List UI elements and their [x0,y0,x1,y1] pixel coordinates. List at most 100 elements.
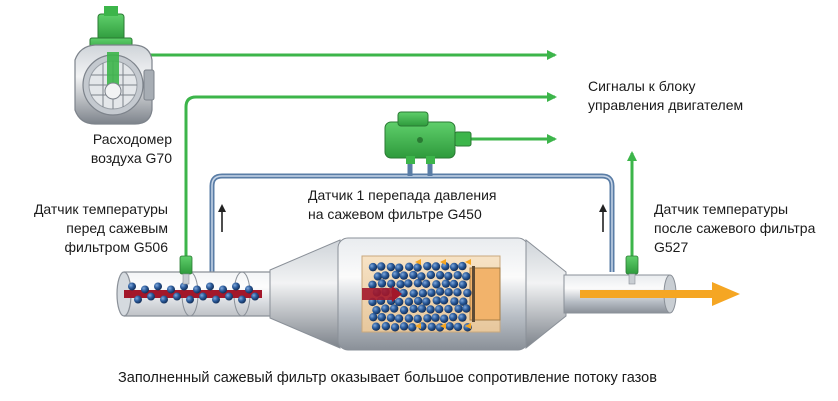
soot-particle [404,314,414,323]
soot-particle [199,292,207,301]
soot-particle [439,314,449,323]
soot-particle [431,262,441,271]
soot-particle [417,304,427,313]
soot-particle [439,296,449,305]
soot-particle [444,304,453,314]
soot-particle [377,313,387,322]
soot-particle [186,295,194,304]
soot-particle [154,282,162,291]
soot-particle [404,262,414,272]
temp-before-signal-line [184,92,557,262]
signals-label: Сигналы к блоку управления двигателем [588,77,743,115]
soot-particle [445,322,454,331]
soot-particle [390,323,400,332]
soot-particle [409,304,418,313]
soot-particle [173,292,181,301]
soot-particle [251,292,259,301]
soot-particle [449,262,459,272]
soot-particle [427,322,437,332]
soot-particle [373,272,383,281]
soot-particle [417,272,426,281]
soot-particle [421,279,431,289]
maf-label: Расходомер воздуха G70 [40,130,172,168]
soot-particle [413,296,423,306]
soot-particle [454,304,463,313]
soot-particle [450,297,459,306]
pressure-label-line2: на сажевом фильтре G450 [308,206,482,222]
soot-particle [369,312,378,322]
temp-after-label: Датчик температуры после сажевого фильтр… [654,200,815,257]
soot-particle [399,288,408,298]
soot-particle [391,270,401,280]
soot-particle [394,314,404,323]
signals-label-line1: Сигналы к блоку [588,78,696,94]
soot-particle [434,305,444,314]
soot-particle [458,313,467,322]
soot-particle [458,280,468,289]
soot-particle [449,279,459,289]
soot-particle [160,295,168,304]
soot-particle [386,262,396,272]
soot-particle [426,305,435,314]
soot-particle [128,282,136,291]
soot-particle [396,280,405,289]
pressure-label-line1: Датчик 1 перепада давления [308,187,497,203]
soot-particle [212,295,220,304]
soot-particle [389,304,399,313]
soot-particle [386,313,396,323]
maf-label-line1: Расходомер [92,131,172,147]
exhaust-out-arrow [580,282,740,306]
soot-particle [141,285,149,294]
soot-particle [422,297,431,306]
soot-particle [193,285,201,294]
soot-particle [371,322,381,331]
soot-particle [444,271,453,281]
temp-after-label-line1: Датчик температуры [654,201,789,217]
soot-particle [399,305,409,315]
soot-particle [418,289,428,298]
soot-particle [381,322,391,331]
temp-after-label-line3: G527 [654,239,689,255]
soot-particle [404,279,413,288]
soot-particle [458,261,467,271]
soot-particle [225,292,233,301]
soot-particle [399,271,409,280]
soot-particle [399,322,409,331]
soot-particle [444,288,453,297]
soot-particle [409,270,418,280]
soot-particle [441,279,451,288]
soot-particle [435,270,445,280]
temp-after-label-line2: после сажевого фильтра [654,220,816,236]
soot-particle [462,304,471,313]
soot-particle [381,304,390,313]
soot-particle [167,285,175,294]
soot-particle [245,285,253,294]
pressure-hoses [209,160,615,272]
soot-particle [463,288,472,298]
pressure-sensor-label: Датчик 1 перепада давления на сажевом фи… [308,186,497,224]
exhaust-system [116,237,740,351]
soot-particle [459,297,468,306]
soot-particle [413,263,422,272]
soot-particle [147,292,155,301]
soot-particle [441,262,450,271]
soot-particle [453,322,463,332]
maf-label-line2: воздуха G70 [90,150,172,166]
temp-before-label: Датчик температуры перед сажевым фильтро… [4,200,168,257]
soot-particle [368,280,377,289]
temp-before-label-line3: фильтром G506 [64,239,168,255]
soot-particle [432,296,441,305]
temp-before-label-line1: Датчик температуры [33,201,168,217]
soot-particle [423,261,432,271]
soot-particle [206,282,214,291]
soot-particle [394,263,404,272]
soot-particle [219,285,227,294]
signals-label-line2: управления двигателем [588,97,744,113]
soot-particle [404,297,414,306]
soot-particle [387,279,396,289]
soot-particle [377,279,387,288]
soot-particle [232,282,240,291]
soot-particle [413,278,423,288]
soot-particle [372,305,381,315]
